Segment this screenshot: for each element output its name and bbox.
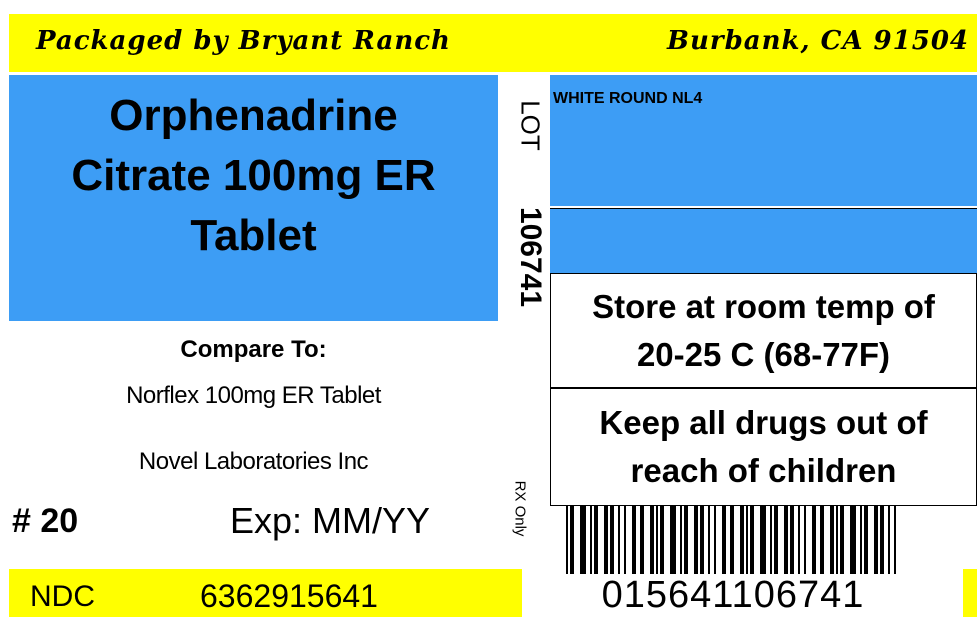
barcode-bar	[746, 506, 748, 574]
expiration-date: Exp: MM/YY	[230, 500, 431, 541]
warning-line: reach of children	[630, 452, 897, 489]
corner-strip	[963, 569, 977, 617]
blue-band	[550, 208, 977, 274]
barcode-bar	[694, 506, 698, 574]
barcode-bar	[888, 506, 890, 574]
location-text: Burbank, CA 91504	[667, 26, 969, 56]
storage-instructions: Store at room temp of 20-25 C (68-77F)	[550, 274, 977, 388]
barcode-bar	[570, 506, 574, 574]
barcode-bar	[656, 506, 658, 574]
drug-name-panel	[9, 75, 498, 321]
barcode-bar	[580, 506, 586, 574]
barcode-bar	[722, 506, 726, 574]
barcode-bar	[812, 506, 816, 574]
barcode-bar	[774, 506, 778, 574]
barcode-bar	[850, 506, 856, 574]
barcode-bar	[770, 506, 772, 574]
barcode-bar	[640, 506, 644, 574]
barcode-bar	[820, 506, 824, 574]
drug-name-line: Tablet	[190, 211, 317, 260]
barcode-bar	[610, 506, 614, 574]
quantity-count: # 20	[12, 502, 79, 540]
barcode-bar	[650, 506, 654, 574]
header-bar	[9, 14, 977, 72]
barcode-bar	[700, 506, 704, 574]
barcode-bar	[880, 506, 884, 574]
barcode-bar	[566, 506, 568, 574]
storage-line: 20-25 C (68-77F)	[636, 335, 891, 373]
barcode-bar	[684, 506, 688, 574]
drug-name: Orphenadrine Citrate 100mg ER Tablet	[9, 86, 498, 266]
barcode-bar	[730, 506, 734, 574]
ndc-number: 6362915641	[200, 578, 378, 614]
barcode-bar	[798, 506, 800, 574]
barcode-bar	[874, 506, 878, 574]
barcode-bar	[750, 506, 754, 574]
barcode-bar	[840, 506, 844, 574]
barcode-digits: 015641106741	[601, 574, 865, 616]
barcode-bar	[894, 506, 896, 574]
lot-label: LOT	[515, 100, 546, 151]
barcode-bar	[790, 506, 794, 574]
child-safety-warning: Keep all drugs out of reach of children	[550, 388, 977, 506]
rx-only-label: RX Only	[511, 480, 529, 537]
barcode-bar	[804, 506, 806, 574]
description-panel	[550, 75, 977, 206]
ndc-label: NDC	[30, 580, 95, 613]
packaged-by-text: Packaged by Bryant Ranch	[36, 26, 451, 56]
barcode-bar	[670, 506, 676, 574]
barcode-bar	[708, 506, 710, 574]
manufacturer-name: Novel Laboratories Inc	[138, 448, 369, 475]
barcode-bar	[660, 506, 664, 574]
barcode-bar	[594, 506, 598, 574]
drug-name-line: Orphenadrine	[109, 91, 398, 140]
barcode-bar	[632, 506, 636, 574]
barcode-bar	[604, 506, 608, 574]
barcode-bar	[784, 506, 788, 574]
lot-number: 106741	[514, 206, 547, 308]
barcode-bar	[860, 506, 862, 574]
barcode-bar	[836, 506, 838, 574]
compare-to-label: Compare To:	[180, 336, 327, 363]
ndc-bar	[9, 569, 522, 617]
warning-line: Keep all drugs out of	[599, 404, 928, 441]
barcode-bar	[624, 506, 626, 574]
barcode-bar	[760, 506, 766, 574]
drug-name-line: Citrate 100mg ER	[71, 151, 436, 200]
tablet-description: WHITE ROUND NL4	[553, 90, 703, 107]
barcode	[566, 506, 896, 574]
barcode-bar	[740, 506, 744, 574]
barcode-bar	[714, 506, 716, 574]
barcode-bar	[830, 506, 834, 574]
barcode-bar	[864, 506, 868, 574]
storage-line: Store at room temp of	[592, 287, 935, 325]
barcode-bar	[590, 506, 592, 574]
brand-name: Norflex 100mg ER Tablet	[126, 382, 381, 409]
barcode-bar	[680, 506, 682, 574]
barcode-bar	[618, 506, 620, 574]
